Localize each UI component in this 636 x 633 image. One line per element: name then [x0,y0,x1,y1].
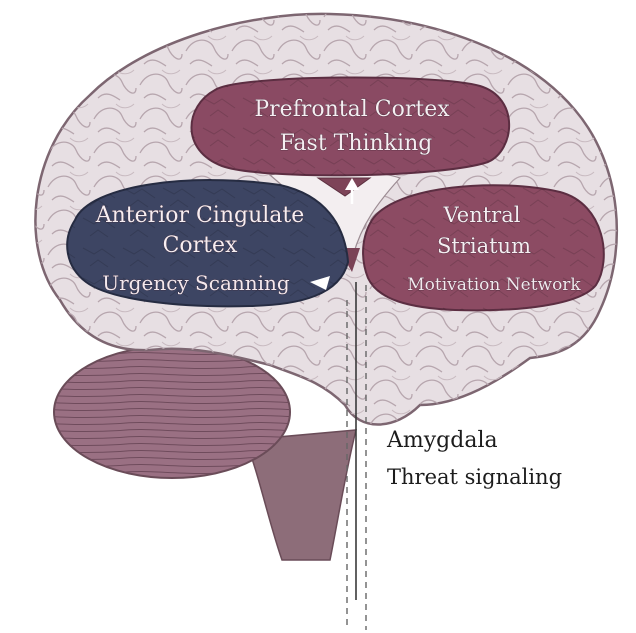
anterior-cingulate-title-line1: Anterior Cingulate [95,203,305,228]
prefrontal-title: Prefrontal Cortex [254,97,450,122]
ventral-striatum-title-line1: Ventral [443,203,521,227]
amygdala-subtitle: Threat signaling [387,465,562,489]
prefrontal-texture [191,77,509,175]
cerebellum-texture [54,346,290,478]
anterior-cingulate-subtitle: Urgency Scanning [102,271,290,295]
ventral-striatum-title-line2: Striatum [437,234,531,258]
prefrontal-subtitle: Fast Thinking [280,131,433,156]
amygdala-title: Amygdala [386,428,498,453]
anterior-cingulate-title-line2: Cortex [163,233,238,258]
ventral-striatum-subtitle: Motivation Network [407,275,581,295]
